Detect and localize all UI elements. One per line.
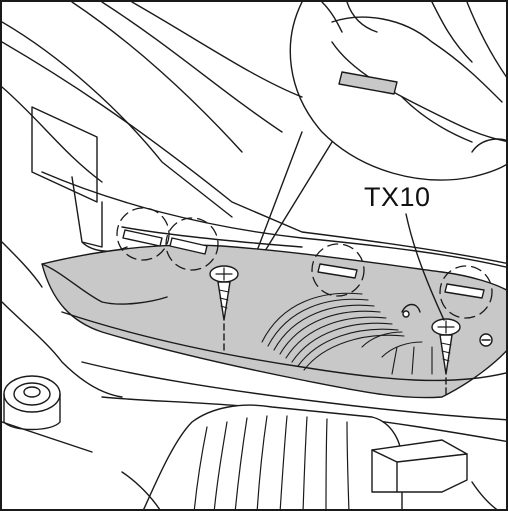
screw-right: [431, 318, 461, 395]
inset-car-body: [331, 41, 506, 142]
windshield-lower: [41, 171, 506, 268]
label-leader-line: [405, 213, 445, 321]
hood-crease-a: [71, 2, 243, 153]
engine-cover-ribs: [193, 415, 350, 509]
grille-ribs: [261, 292, 433, 375]
torx-size-label: TX10: [364, 182, 431, 212]
hood-crease-c: [131, 2, 303, 98]
inset-clip: [338, 71, 398, 95]
inset-window-line: [431, 2, 473, 63]
hood-crease-b: [101, 2, 283, 133]
inset-line-right: [466, 2, 506, 78]
hood-edge-line: [2, 86, 103, 183]
fender-curve-left: [2, 301, 123, 398]
windshield-top: [2, 41, 506, 264]
clip-slot-3: [317, 263, 358, 279]
screw-left: [209, 265, 239, 353]
hose-right: [471, 481, 498, 509]
inset-mirror-b: [346, 2, 378, 33]
inset-car-curve: [401, 96, 473, 143]
cowl-edge-front: [61, 311, 506, 382]
cowl-inner-lip: [121, 226, 303, 248]
bolt-fixture: [401, 303, 493, 347]
clip-slot-1: [122, 229, 163, 247]
hose-left: [121, 471, 161, 509]
clip-fixture: [401, 303, 421, 313]
engine-cover: [143, 404, 403, 509]
left-pillar-inner: [71, 176, 103, 248]
left-pillar: [31, 106, 98, 203]
hood-outline: [2, 21, 233, 218]
callout-line-right: [256, 141, 333, 265]
cowl-cutout-left: [41, 263, 168, 305]
inset-wheel: [471, 138, 506, 153]
reservoir-cap: [3, 375, 61, 431]
bay-edge-2: [81, 361, 506, 421]
clip-slot-2: [169, 237, 208, 255]
clip-highlight-circles: [116, 207, 493, 319]
inset-mirror-a: [321, 2, 343, 33]
left-bracket: [81, 241, 128, 252]
engine-block-box: [371, 439, 468, 493]
clip-slot-4: [444, 283, 485, 299]
inset-car-roof: [331, 16, 503, 103]
inset-circle: [289, 2, 506, 181]
bay-edge-3: [2, 421, 93, 453]
fender-line: [2, 241, 43, 288]
callout-line-left: [251, 131, 303, 265]
cowl-panel: [41, 244, 506, 399]
